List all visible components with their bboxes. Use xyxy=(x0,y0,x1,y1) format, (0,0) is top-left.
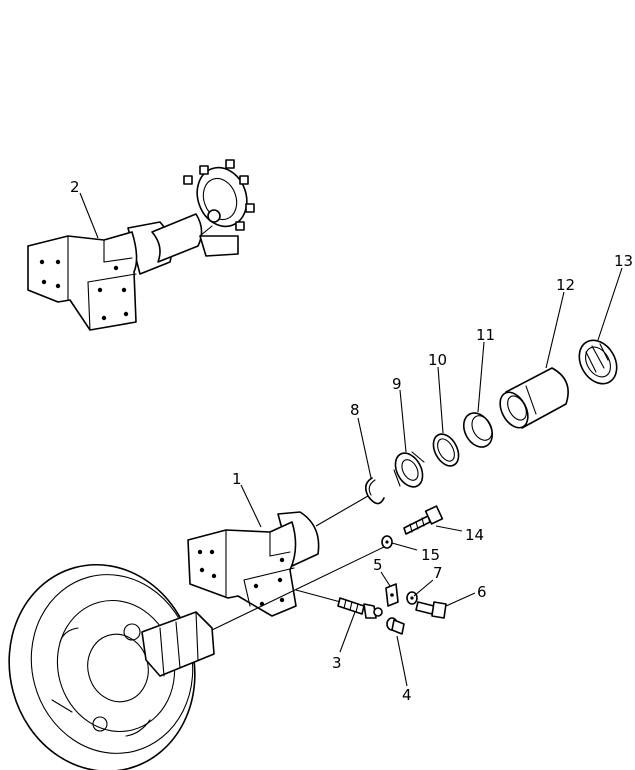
part-13-bearing xyxy=(578,339,618,385)
part-5-lock-plate xyxy=(385,583,399,607)
centerline-shaft xyxy=(315,495,369,527)
part-7-washer xyxy=(406,591,418,605)
callout-11: 11 xyxy=(476,326,495,344)
callout-5: 5 xyxy=(373,556,383,574)
callout-2: 2 xyxy=(70,178,80,196)
callout-8: 8 xyxy=(350,401,360,419)
part-6-bolt xyxy=(415,601,447,619)
part-1-yoke xyxy=(187,511,320,617)
callout-4: 4 xyxy=(402,686,412,704)
callout-13: 13 xyxy=(614,252,633,270)
part-2-idler-cylinder-assembly xyxy=(27,159,255,331)
part-8-snap-ring xyxy=(364,477,385,505)
part-11-bushing xyxy=(462,412,494,448)
part-4-fitting xyxy=(386,617,405,635)
part-9-seal xyxy=(393,451,425,488)
callout-3: 3 xyxy=(332,654,342,672)
callout-6: 6 xyxy=(477,583,487,601)
callout-labels: 2 1 3 4 5 6 7 8 9 10 11 12 13 14 15 xyxy=(70,178,633,704)
centerline-bolt xyxy=(211,545,387,631)
callout-7: 7 xyxy=(433,564,443,582)
part-14-bolt xyxy=(403,505,444,535)
callout-15: 15 xyxy=(421,546,440,564)
leader-lines xyxy=(79,192,623,687)
part-3-grease-fitting xyxy=(337,597,383,619)
part-10-o-ring xyxy=(432,433,460,467)
part-15-washer xyxy=(381,535,393,549)
callout-14: 14 xyxy=(465,526,484,544)
callout-10: 10 xyxy=(428,351,447,369)
callout-12: 12 xyxy=(556,276,575,294)
part-12-piston xyxy=(499,367,569,429)
callout-1: 1 xyxy=(232,470,242,488)
callout-9: 9 xyxy=(392,375,402,393)
idler-bracket xyxy=(141,611,215,677)
